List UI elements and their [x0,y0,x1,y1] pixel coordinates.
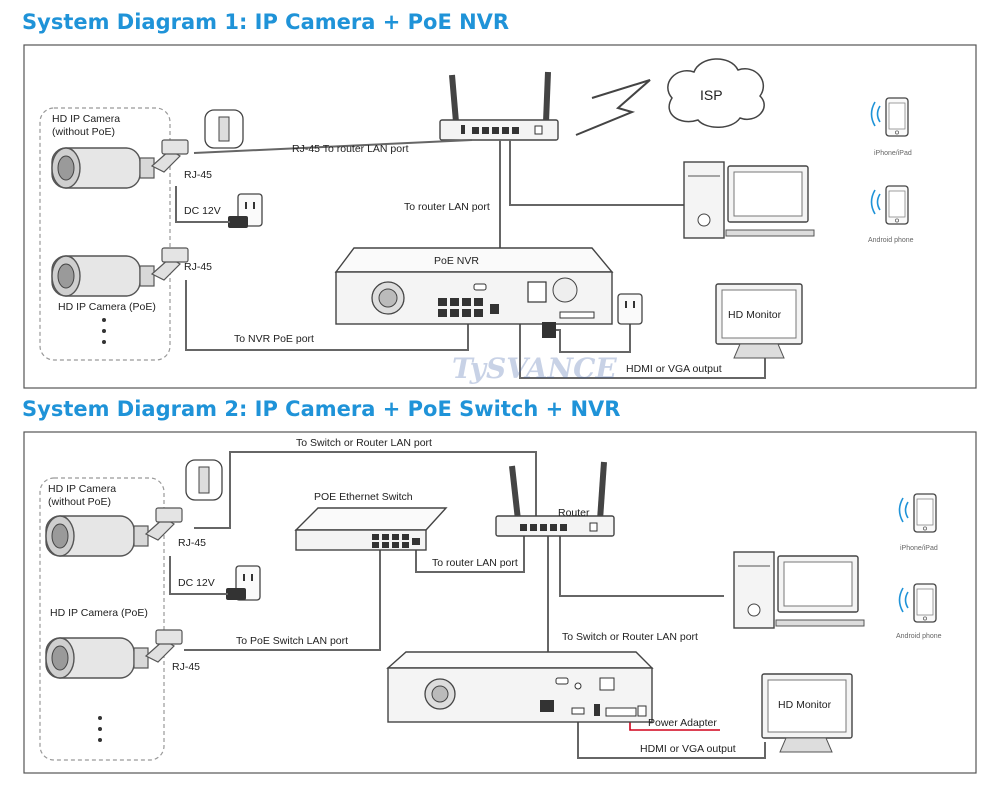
camera-label-line1: HD IP Camera [48,483,116,495]
to-poe-switch-lan-label: To PoE Switch LAN port [236,635,348,647]
diagram-2-title: System Diagram 2: IP Camera + PoE Switch… [22,397,621,421]
hd-monitor-label: HD Monitor [728,309,782,321]
hdmi-vga-label: HDMI or VGA output [640,743,736,755]
hd-monitor [715,283,803,359]
more-cameras-ellipsis [98,716,102,742]
hdmi-vga-label: HDMI or VGA output [626,363,722,375]
rj45-label-a: RJ-45 [178,537,206,549]
android-phone-icon [885,185,909,225]
hd-monitor [761,673,853,753]
isp-cloud [575,58,765,136]
to-switch-or-router-mid-label: To Switch or Router LAN port [562,631,698,643]
power-outlet-icon-nvr [542,293,643,338]
poe-nvr-label: PoE NVR [434,255,479,267]
android-label: Android phone [868,237,914,244]
power-outlet-icon [226,565,261,601]
rj45-plug-icon [185,459,223,501]
nvr [386,651,654,723]
rj45-to-router-label: RJ-45 To router LAN port [292,143,409,155]
desktop-pc [733,551,865,629]
diagram-1-title: System Diagram 1: IP Camera + PoE NVR [22,10,510,34]
iphone-label: iPhone/iPad [874,150,912,157]
android-phone-icon [913,583,937,623]
camera-label-line2: (without PoE) [48,496,111,508]
camera-poe-label: HD IP Camera (PoE) [50,607,148,619]
switch-to-router-label: To router LAN port [432,557,518,569]
camera-label-line2: (without PoE) [52,126,115,138]
rj45-label-a: RJ-45 [184,169,212,181]
desktop-pc [683,161,815,239]
more-cameras-ellipsis [102,318,106,344]
dc-12v-label: DC 12V [178,577,215,589]
power-outlet-icon [228,193,263,228]
to-nvr-poe-port-label: To NVR PoE port [234,333,314,345]
router [439,71,559,141]
watermark-logo: TySVANCE [452,352,617,385]
camera-poe-label: HD IP Camera (PoE) [58,301,156,313]
hd-monitor-label: HD Monitor [778,699,832,711]
iphone-label: iPhone/iPad [900,545,938,552]
poe-ethernet-switch [294,507,448,551]
poe-switch-label: POE Ethernet Switch [314,491,413,503]
to-router-lan-label: To router LAN port [404,201,490,213]
to-switch-or-router-top-label: To Switch or Router LAN port [296,437,432,449]
dc-12v-label: DC 12V [184,205,221,217]
rj45-label-b: RJ-45 [172,661,200,673]
power-adapter-label: Power Adapter [648,717,717,729]
router-label: Router [558,507,590,519]
camera-label-line1: HD IP Camera [52,113,120,125]
router [495,461,615,537]
rj45-plug-icon [204,109,244,149]
rj45-label-b: RJ-45 [184,261,212,273]
iphone-icon [885,97,909,137]
poe-nvr [334,247,614,325]
iphone-icon [913,493,937,533]
isp-label: ISP [700,87,723,103]
android-label: Android phone [896,633,942,640]
